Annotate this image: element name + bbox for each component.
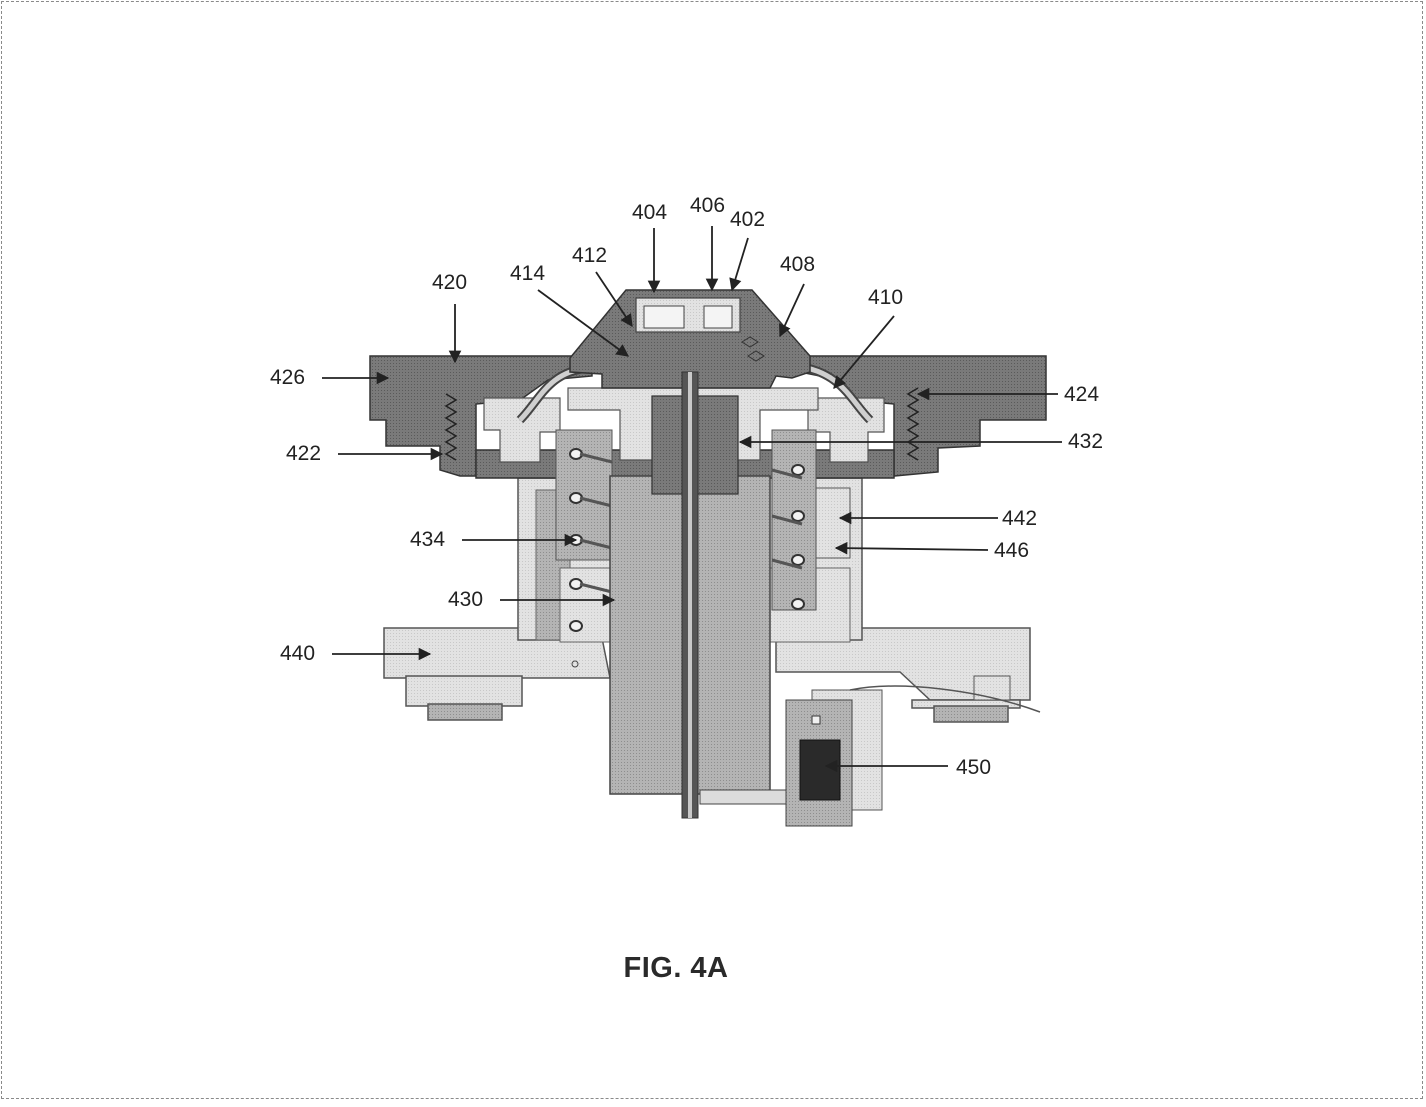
leader-lines (322, 226, 1062, 773)
sensor (785, 685, 1041, 827)
ref-442: 442 (1002, 507, 1037, 530)
leader-line-446 (834, 541, 989, 555)
ref-412: 412 (572, 244, 607, 267)
ref-408: 408 (780, 253, 815, 276)
leader-line-402 (729, 237, 749, 292)
ref-410: 410 (868, 286, 903, 309)
ref-440: 440 (280, 642, 315, 665)
ref-424: 424 (1064, 383, 1099, 406)
ref-446: 446 (994, 539, 1029, 562)
figure-caption: FIG. 4A (623, 952, 729, 984)
ref-430: 430 (448, 588, 483, 611)
ref-402: 402 (730, 208, 765, 231)
ref-426: 426 (270, 366, 305, 389)
ref-422: 422 (286, 442, 321, 465)
ref-432: 432 (1068, 430, 1103, 453)
central-piston (609, 371, 791, 819)
leader-line-408 (779, 283, 805, 338)
ref-434: 434 (410, 528, 445, 551)
ref-404: 404 (632, 201, 667, 224)
leader-line-410 (833, 315, 895, 389)
leader-line-412 (595, 271, 633, 328)
ref-450: 450 (956, 756, 991, 779)
leader-line-414 (537, 289, 630, 357)
ref-420: 420 (432, 271, 467, 294)
reference-numerals: 404 406 402 412 414 420 408 410 426 424 … (270, 194, 1103, 779)
ref-414: 414 (510, 262, 545, 285)
ref-406: 406 (690, 194, 725, 217)
